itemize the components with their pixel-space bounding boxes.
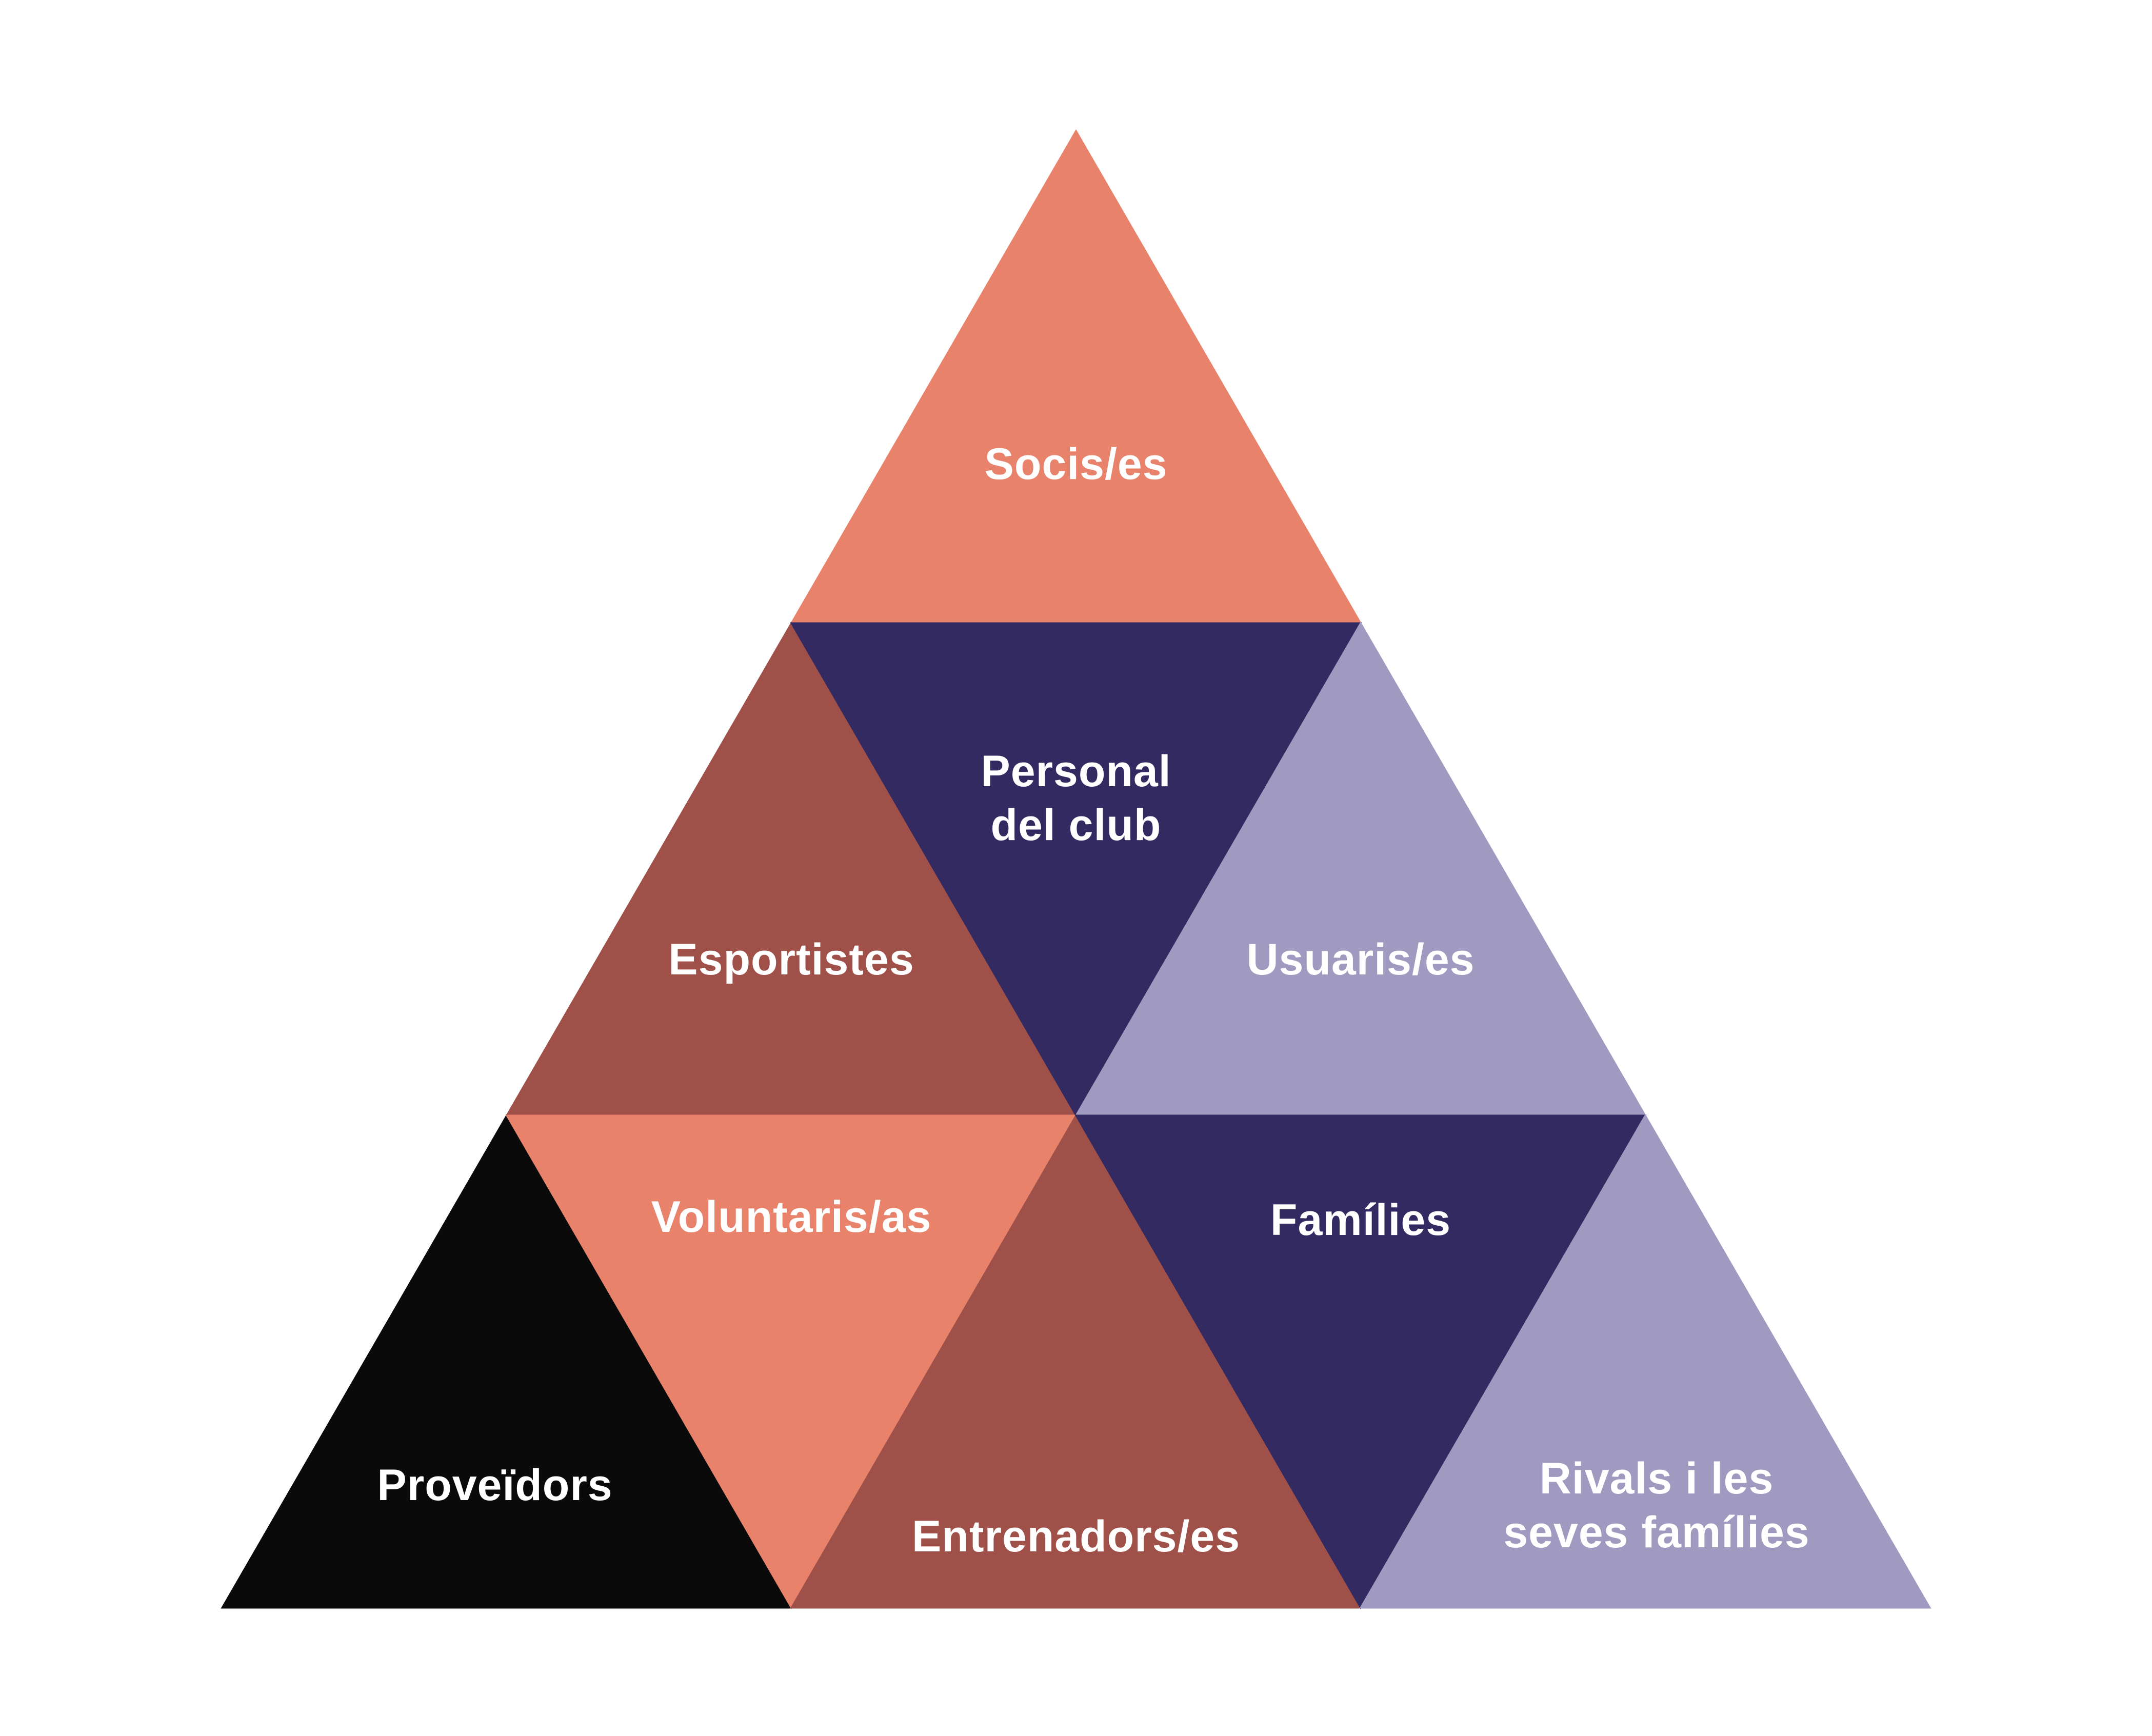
cell-rivals-label-line-2: seves famílies (1503, 1508, 1809, 1557)
cell-voluntaris-label: Voluntaris/as (651, 1192, 932, 1242)
pyramid-row-2: Esportistes Personal del club Usuaris/es (505, 622, 1647, 1117)
cell-rivals-label-line-1: Rivals i les (1540, 1454, 1774, 1503)
cell-socis-triangle (790, 129, 1362, 624)
cell-entrenadors-label: Entrenadors/es (912, 1512, 1240, 1561)
cell-esportistes-label: Esportistes (668, 935, 914, 984)
cell-personal-del-club-label-line-2: del club (991, 801, 1162, 850)
pyramid-row-3: Proveïdors Voluntaris/as Entrenadors/es … (221, 1114, 1931, 1609)
cell-rivals-triangle (1359, 1114, 1931, 1609)
cell-socis-label: Socis/es (985, 440, 1168, 489)
pyramid-row-1: Socis/es (790, 129, 1362, 624)
cell-usuaris-label: Usuaris/es (1246, 935, 1474, 984)
cell-personal-del-club-label-line-1: Personal (981, 747, 1171, 796)
cell-proveidors-label: Proveïdors (377, 1461, 612, 1510)
cell-families-label: Famílies (1270, 1195, 1451, 1245)
